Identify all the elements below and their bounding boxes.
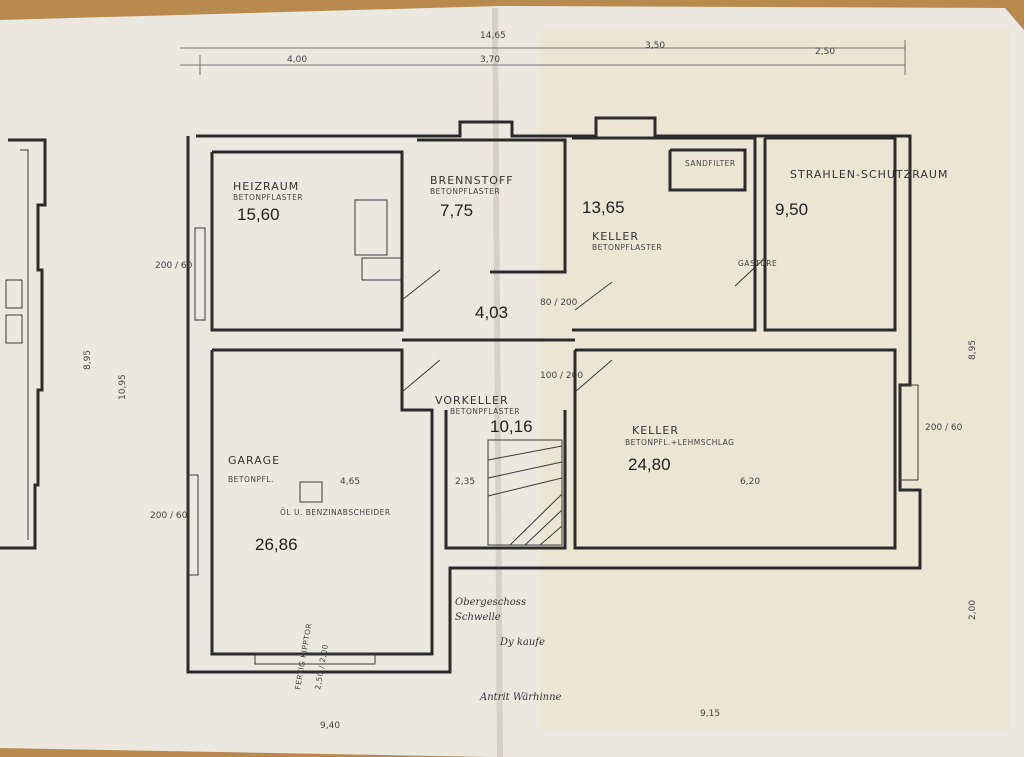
room-floor-heizraum: BETONPFLASTER <box>233 193 303 202</box>
label-sandfilter: SANDFILTER <box>685 159 736 168</box>
dim-top-7: 2,50 <box>815 47 835 57</box>
boiler <box>354 199 388 256</box>
room-floor-brennstoff: BETONPFLASTER <box>430 187 500 196</box>
dim-top-1: 4,00 <box>287 55 307 65</box>
handwritten-note-4: Antrit Wärhinne <box>479 692 562 703</box>
room-floor-keller-2: BETONPFL.+LEHMSCHLAG <box>625 438 735 447</box>
dim-top-3: 3,70 <box>480 55 500 65</box>
room-name-keller-2: KELLER <box>632 424 679 437</box>
dim-top-total: 14,65 <box>480 31 506 41</box>
room-area-keller-1: 13,65 <box>582 198 625 217</box>
dim-bottom-1: 9,40 <box>320 721 340 731</box>
dim-top-5: 3,50 <box>645 41 665 51</box>
label-oelabscheider: ÖL U. BENZINABSCHEIDER <box>280 508 391 517</box>
room-name-garage: GARAGE <box>228 454 280 467</box>
garage-door <box>254 653 376 665</box>
handwritten-note-1: Obergeschoss <box>455 597 526 608</box>
room-area-flur: 4,03 <box>475 303 508 322</box>
room-floor-keller-1: BETONPFLASTER <box>592 243 662 252</box>
room-area-heizraum: 15,60 <box>237 205 280 224</box>
room-area-strahlen: 9,50 <box>775 200 808 219</box>
dim-left-1: 8,95 <box>83 350 93 370</box>
label-gastuere: GASTÜRE <box>738 259 777 268</box>
outer-walls <box>186 116 922 674</box>
top-dimension-line <box>180 40 906 75</box>
opening-1: 200 / 60 <box>155 261 193 271</box>
window-heizraum <box>194 227 206 321</box>
dim-right-1: 8,95 <box>968 340 978 360</box>
door-swings <box>401 257 766 393</box>
opening-3: 200 / 60 <box>925 423 963 433</box>
adjacent-building <box>0 138 47 550</box>
stove <box>361 257 403 281</box>
dim-bottom-2: 9,15 <box>700 709 720 719</box>
room-floor-garage: BETONPFL. <box>228 475 274 484</box>
opening-5: 100 / 200 <box>540 371 583 381</box>
dim-garage-width: 4,65 <box>340 477 360 487</box>
dim-vorkeller-width: 2,35 <box>455 477 475 487</box>
room-floor-vorkeller: BETONPFLASTER <box>450 407 520 416</box>
oil-separator <box>299 481 323 503</box>
window-keller <box>899 384 919 481</box>
room-area-garage: 26,86 <box>255 535 298 554</box>
dim-left-2: 10,95 <box>118 374 128 400</box>
room-name-keller-1: KELLER <box>592 230 639 243</box>
room-area-keller-2: 24,80 <box>628 455 671 474</box>
dim-keller-width: 6,20 <box>740 477 760 487</box>
room-name-brennstoff: BRENNSTOFF <box>430 174 514 187</box>
handwritten-note-2: Schwelle <box>455 612 501 623</box>
window-garage <box>187 474 199 576</box>
room-area-vorkeller: 10,16 <box>490 417 533 436</box>
staircase <box>487 439 563 546</box>
room-name-vorkeller: VORKELLER <box>435 394 509 407</box>
dim-right-2: 2,00 <box>968 600 978 620</box>
opening-2: 200 / 60 <box>150 511 188 521</box>
room-area-brennstoff: 7,75 <box>440 201 473 220</box>
opening-4: 80 / 200 <box>540 298 578 308</box>
handwritten-note-3: Dy kaufe <box>499 637 545 648</box>
room-name-heizraum: HEIZRAUM <box>233 180 299 193</box>
room-name-strahlen: STRAHLEN-SCHUTZRAUM <box>790 168 948 181</box>
